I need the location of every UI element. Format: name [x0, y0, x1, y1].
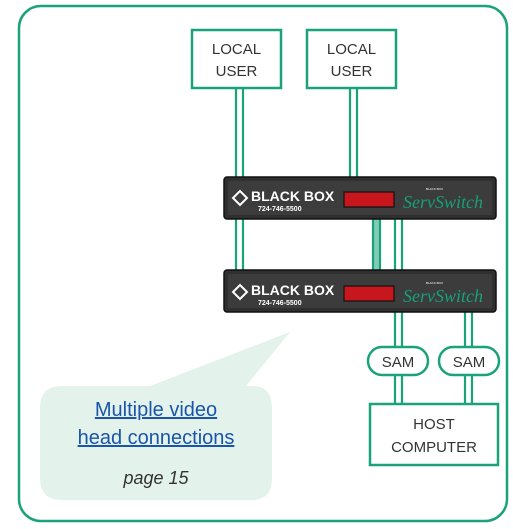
host-line2: COMPUTER — [391, 439, 477, 456]
unit-top-product: ServSwitch — [403, 192, 483, 212]
sam-right-label: SAM — [453, 354, 486, 371]
host-computer-box: HOST COMPUTER — [368, 402, 500, 467]
unit-bottom-display — [343, 285, 395, 302]
unit-top-brand: BLACK BOX — [251, 188, 335, 204]
unit-bottom-small-brand: BLACK BOX — [426, 281, 443, 285]
sam-left-label: SAM — [382, 354, 415, 371]
callout-bubble — [40, 332, 290, 500]
black-box-logo-icon — [231, 189, 249, 207]
local-user-box-2: LOCAL USER — [305, 28, 398, 90]
local-user-2-line2: USER — [331, 63, 373, 80]
unit-top-display — [343, 191, 395, 208]
unit-top-phone: 724-746-5500 — [258, 206, 302, 213]
black-box-logo-icon — [231, 283, 249, 301]
local-user-1-line2: USER — [216, 63, 258, 80]
unit-bottom-phone: 724-746-5500 — [258, 300, 302, 307]
local-user-box-1: LOCAL USER — [190, 28, 283, 90]
servswitch-unit-bottom: BLACK BOX 724-746-5500 BLACK BOX ServSwi… — [223, 269, 497, 313]
callout-link-line2[interactable]: head connections — [77, 427, 235, 449]
unit-top-small-brand: BLACK BOX — [426, 187, 443, 191]
local-user-2-line1: LOCAL — [327, 41, 376, 58]
unit-bottom-brand: BLACK BOX — [251, 282, 335, 298]
servswitch-unit-top: BLACK BOX 724-746-5500 BLACK BOX ServSwi… — [223, 176, 497, 220]
host-line1: HOST — [413, 416, 455, 433]
sam-box-right: SAM — [437, 345, 501, 377]
callout-page-ref: page 15 — [123, 468, 189, 488]
sam-box-left: SAM — [366, 345, 430, 377]
unit-bottom-product: ServSwitch — [403, 286, 483, 306]
multiple-video-head-link[interactable]: Multiple video head connections — [40, 396, 272, 452]
callout-link-line1[interactable]: Multiple video — [94, 399, 218, 421]
link-fill — [373, 218, 380, 271]
local-user-1-line1: LOCAL — [212, 41, 261, 58]
